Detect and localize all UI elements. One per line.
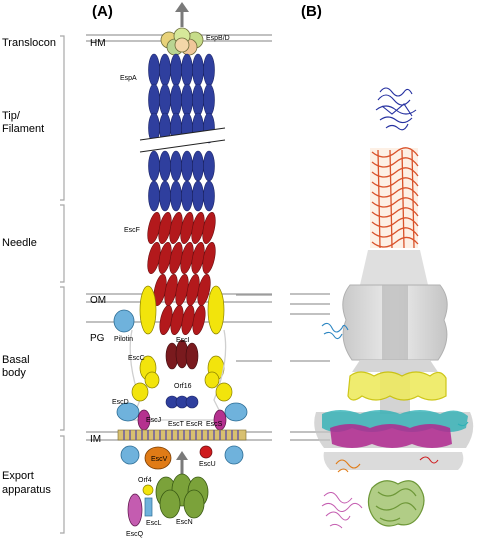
escq-protein xyxy=(127,493,143,527)
region-basal-line2: body xyxy=(2,367,26,379)
membrane-pg: PG xyxy=(90,333,105,344)
escl-protein xyxy=(144,497,153,517)
espbd-translocon xyxy=(160,27,204,56)
label-escf: EscF xyxy=(124,227,140,234)
label-orf4: Orf4 xyxy=(138,477,152,484)
im-export-band xyxy=(117,429,247,441)
label-escv: EscV xyxy=(151,456,168,463)
secretion-arrow-top xyxy=(175,2,189,27)
label-escu: EscU xyxy=(199,461,216,468)
filament-break xyxy=(139,127,226,153)
membrane-om: OM xyxy=(90,295,106,306)
basal-body-scaffold xyxy=(129,329,227,421)
escn-atpase xyxy=(155,473,209,519)
region-basal-line1: Basal xyxy=(2,354,30,366)
label-escn: EscN xyxy=(176,519,193,526)
b-inner-ring xyxy=(322,410,468,448)
espa-filament-upper xyxy=(148,53,215,144)
secretion-arrow-bottom xyxy=(176,451,188,474)
esci-inner-rod xyxy=(165,339,199,370)
label-escd: EscD xyxy=(112,399,129,406)
orf4-protein xyxy=(142,484,154,496)
b-needle-structure xyxy=(370,147,419,249)
label-esct: EscT xyxy=(168,421,185,428)
region-translocon: Translocon xyxy=(2,37,56,49)
region-tip-filament-line1: Tip/ xyxy=(2,110,21,122)
escf-needle xyxy=(147,212,216,336)
orf16-cluster xyxy=(165,395,199,409)
membrane-im: IM xyxy=(90,434,101,445)
label-espbd: EspB/D xyxy=(206,35,230,42)
b-green-atpase xyxy=(367,480,425,527)
label-escc: EscC xyxy=(128,355,145,362)
label-orf16: Orf16 xyxy=(174,383,192,390)
region-export-line1: Export xyxy=(2,470,34,482)
b-yellow-ring xyxy=(347,371,447,401)
label-escs: EscS xyxy=(206,421,223,428)
b-side-proteins xyxy=(321,322,469,473)
pilotin-protein xyxy=(113,309,135,333)
espa-filament-lower xyxy=(148,150,215,212)
region-brackets xyxy=(60,35,65,534)
label-escr: EscR xyxy=(186,421,203,428)
label-esci: EscI xyxy=(176,337,190,344)
region-needle: Needle xyxy=(2,237,37,249)
escd-escj-ring xyxy=(116,402,248,465)
label-escq: EscQ xyxy=(126,531,144,538)
membrane-hm: HM xyxy=(90,38,106,49)
escd-ring-yellow xyxy=(131,371,233,402)
escu-protein xyxy=(199,445,213,459)
panel-label-a: (A) xyxy=(92,3,113,20)
label-espa: EspA xyxy=(120,75,137,82)
label-escj: EscJ xyxy=(146,417,161,424)
label-escl: EscL xyxy=(146,520,162,527)
escv-protein xyxy=(144,446,172,470)
region-export-line2: apparatus xyxy=(2,484,51,496)
b-pink-structure xyxy=(321,492,363,529)
label-pilotin: Pilotin xyxy=(114,336,133,343)
b-tip-structure xyxy=(375,87,417,131)
panel-label-b: (B) xyxy=(301,3,322,20)
region-tip-filament-line2: Filament xyxy=(2,123,44,135)
